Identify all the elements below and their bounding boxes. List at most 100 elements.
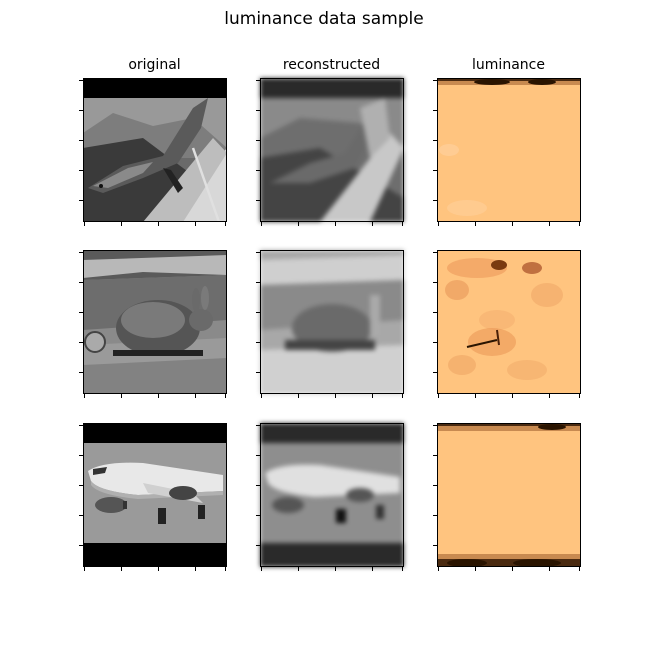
x-axis-tick xyxy=(335,567,336,571)
y-axis-tick xyxy=(256,282,260,283)
x-axis-tick xyxy=(549,394,550,398)
x-axis-tick xyxy=(261,567,262,571)
y-axis-tick xyxy=(79,170,83,171)
x-axis-tick xyxy=(372,222,373,226)
x-axis-tick xyxy=(195,567,196,571)
y-axis-tick xyxy=(79,200,83,201)
x-axis-tick xyxy=(298,567,299,571)
lizard-luminance-map xyxy=(437,78,581,222)
y-axis-tick xyxy=(433,110,437,111)
y-axis-tick xyxy=(79,455,83,456)
x-axis-tick xyxy=(298,222,299,226)
y-axis-tick xyxy=(256,425,260,426)
y-axis-tick xyxy=(256,110,260,111)
y-axis-tick xyxy=(433,342,437,343)
x-axis-tick xyxy=(579,394,580,398)
x-axis-tick xyxy=(512,567,513,571)
rabbit-original-image xyxy=(83,250,227,394)
y-axis-tick xyxy=(256,200,260,201)
x-axis-tick xyxy=(195,222,196,226)
original-lizard-panel xyxy=(83,78,227,222)
column-title-original: original xyxy=(128,57,181,73)
figure-title: luminance data sample xyxy=(224,9,424,29)
x-axis-tick xyxy=(512,394,513,398)
x-axis-tick xyxy=(84,394,85,398)
y-axis-tick xyxy=(79,342,83,343)
y-axis-tick xyxy=(256,312,260,313)
rabbit-reconstructed-image xyxy=(260,250,404,394)
y-axis-tick xyxy=(79,282,83,283)
y-axis-tick xyxy=(256,545,260,546)
y-axis-tick xyxy=(433,312,437,313)
x-axis-tick xyxy=(372,394,373,398)
y-axis-tick xyxy=(433,282,437,283)
reconstructed-rabbit-panel xyxy=(260,250,404,394)
y-axis-tick xyxy=(256,342,260,343)
reconstructed-airplane-panel xyxy=(260,423,404,567)
y-axis-tick xyxy=(256,372,260,373)
y-axis-tick xyxy=(433,80,437,81)
x-axis-tick xyxy=(549,567,550,571)
x-axis-tick xyxy=(225,222,226,226)
airplane-luminance-map xyxy=(437,423,581,567)
original-airplane-panel xyxy=(83,423,227,567)
y-axis-tick xyxy=(79,110,83,111)
y-axis-tick xyxy=(79,312,83,313)
column-title-luminance: luminance xyxy=(472,57,545,73)
lizard-reconstructed-image xyxy=(260,78,404,222)
reconstructed-lizard-panel xyxy=(260,78,404,222)
luminance-rabbit-panel xyxy=(437,250,581,394)
x-axis-tick xyxy=(335,222,336,226)
x-axis-tick xyxy=(512,222,513,226)
luminance-airplane-panel xyxy=(437,423,581,567)
y-axis-tick xyxy=(433,545,437,546)
x-axis-tick xyxy=(402,567,403,571)
x-axis-tick xyxy=(438,222,439,226)
airplane-reconstructed-image xyxy=(260,423,404,567)
y-axis-tick xyxy=(256,455,260,456)
x-axis-tick xyxy=(475,567,476,571)
y-axis-tick xyxy=(256,485,260,486)
x-axis-tick xyxy=(84,222,85,226)
x-axis-tick xyxy=(298,394,299,398)
x-axis-tick xyxy=(225,394,226,398)
x-axis-tick xyxy=(402,222,403,226)
y-axis-tick xyxy=(79,252,83,253)
column-title-reconstructed: reconstructed xyxy=(282,57,381,73)
original-rabbit-panel xyxy=(83,250,227,394)
x-axis-tick xyxy=(195,394,196,398)
x-axis-tick xyxy=(158,394,159,398)
x-axis-tick xyxy=(261,394,262,398)
y-axis-tick xyxy=(433,455,437,456)
x-axis-tick xyxy=(438,567,439,571)
x-axis-tick xyxy=(225,567,226,571)
x-axis-tick xyxy=(121,222,122,226)
y-axis-tick xyxy=(256,515,260,516)
y-axis-tick xyxy=(256,80,260,81)
x-axis-tick xyxy=(402,394,403,398)
y-axis-tick xyxy=(79,545,83,546)
y-axis-tick xyxy=(256,140,260,141)
y-axis-tick xyxy=(433,200,437,201)
x-axis-tick xyxy=(84,567,85,571)
y-axis-tick xyxy=(79,425,83,426)
x-axis-tick xyxy=(261,222,262,226)
y-axis-tick xyxy=(79,372,83,373)
y-axis-tick xyxy=(256,252,260,253)
y-axis-tick xyxy=(79,485,83,486)
luminance-lizard-panel xyxy=(437,78,581,222)
x-axis-tick xyxy=(158,222,159,226)
x-axis-tick xyxy=(121,394,122,398)
y-axis-tick xyxy=(433,170,437,171)
y-axis-tick xyxy=(433,372,437,373)
x-axis-tick xyxy=(475,394,476,398)
x-axis-tick xyxy=(121,567,122,571)
y-axis-tick xyxy=(256,170,260,171)
x-axis-tick xyxy=(579,567,580,571)
lizard-original-image xyxy=(83,78,227,222)
y-axis-tick xyxy=(433,485,437,486)
y-axis-tick xyxy=(79,80,83,81)
y-axis-tick xyxy=(79,140,83,141)
x-axis-tick xyxy=(475,222,476,226)
y-axis-tick xyxy=(433,425,437,426)
